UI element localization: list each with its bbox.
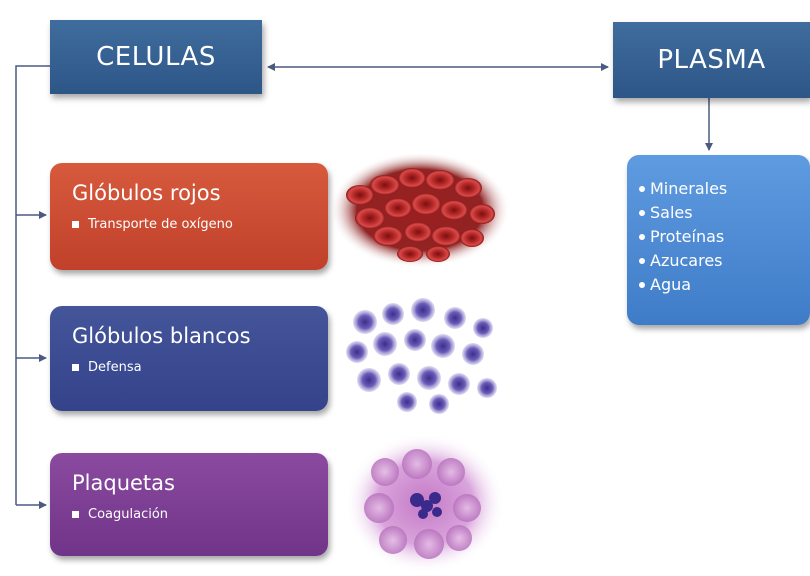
square-bullet-icon: [72, 511, 79, 518]
plasma-component-label: Sales: [650, 203, 693, 222]
card-bullet: Transporte de oxígeno: [72, 217, 328, 232]
bullet-dot-icon: [639, 282, 645, 288]
card-function: Defensa: [88, 360, 142, 375]
card-title: Glóbulos rojos: [72, 181, 221, 205]
square-bullet-icon: [72, 364, 79, 371]
bullet-dot-icon: [639, 258, 645, 264]
celulas-label: CELULAS: [96, 42, 216, 72]
platelets-micrograph: [345, 433, 505, 573]
platelet-cluster: [364, 449, 481, 559]
card-globulos-rojos: Glóbulos rojos Transporte de oxígeno: [50, 163, 328, 270]
card-function: Coagulación: [88, 507, 169, 522]
card-plaquetas: Plaquetas Coagulación: [50, 453, 328, 556]
plasma-components-list: Minerales Sales Proteínas Azucares Agua: [639, 177, 810, 297]
card-function: Transporte de oxígeno: [88, 217, 233, 232]
plasma-component-label: Minerales: [650, 179, 728, 198]
red-cell-cluster: [346, 168, 495, 262]
plasma-component-item: Sales: [639, 201, 810, 225]
celulas-header: CELULAS: [50, 20, 262, 94]
red-blood-cells-micrograph: [330, 152, 510, 268]
bullet-dot-icon: [639, 234, 645, 240]
plasma-component-item: Minerales: [639, 177, 810, 201]
bullet-dot-icon: [639, 186, 645, 192]
bullet-dot-icon: [639, 210, 645, 216]
plasma-label: PLASMA: [657, 45, 766, 75]
card-title: Glóbulos blancos: [72, 324, 251, 348]
plasma-component-label: Azucares: [650, 251, 723, 270]
card-bullet: Defensa: [72, 360, 328, 375]
white-cell-cluster: [346, 298, 497, 414]
card-bullet: Coagulación: [72, 507, 328, 522]
plasma-components-box: Minerales Sales Proteínas Azucares Agua: [627, 155, 810, 325]
plasma-header: PLASMA: [613, 22, 810, 98]
plasma-component-item: Proteínas: [639, 225, 810, 249]
white-blood-cells-micrograph: [346, 298, 497, 414]
square-bullet-icon: [72, 221, 79, 228]
card-globulos-blancos: Glóbulos blancos Defensa: [50, 306, 328, 411]
card-title: Plaquetas: [72, 471, 175, 495]
plasma-component-item: Azucares: [639, 249, 810, 273]
plasma-component-label: Proteínas: [650, 227, 725, 246]
trunk-line: [15, 65, 50, 505]
plasma-component-label: Agua: [650, 275, 692, 294]
plasma-component-item: Agua: [639, 273, 810, 297]
